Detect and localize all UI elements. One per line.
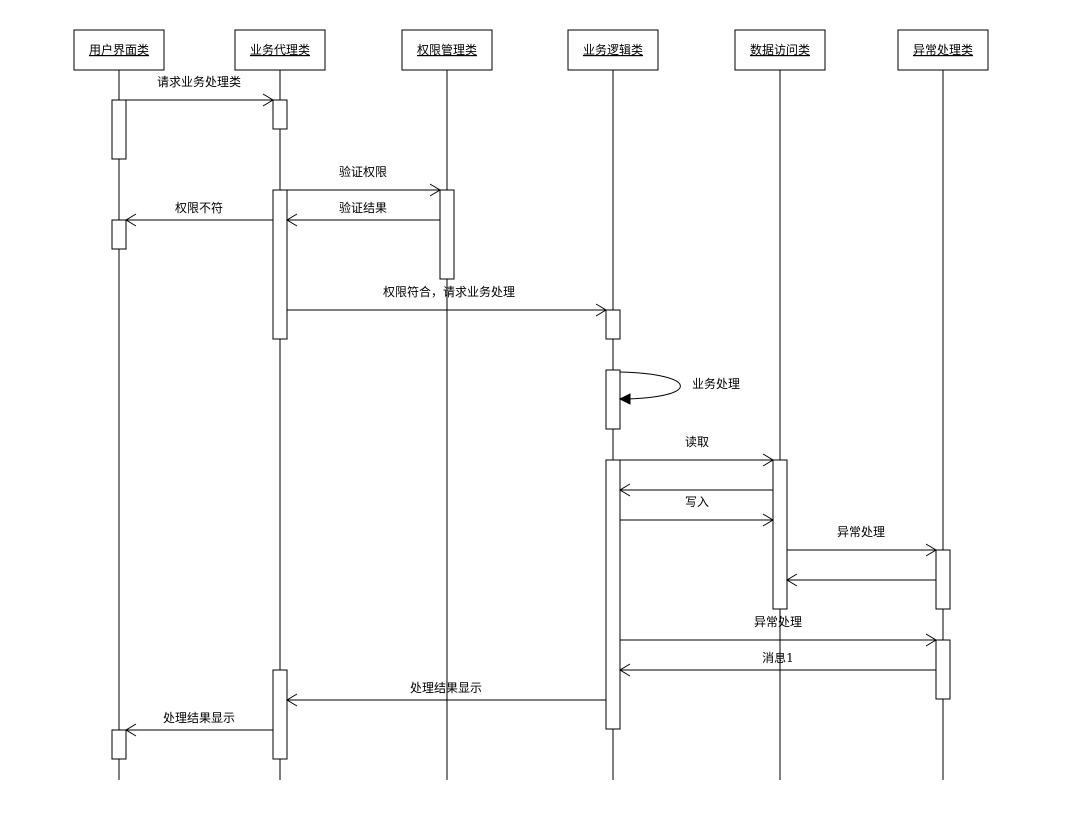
activation-ui-2 xyxy=(111,219,127,250)
arrowhead-4 xyxy=(125,213,137,227)
arrowhead-7 xyxy=(762,453,774,467)
message-label-1: 请求业务处理类 xyxy=(157,74,241,89)
message-label-4: 权限不符 xyxy=(175,200,223,215)
activation-logic-2 xyxy=(605,369,621,430)
participant-label-proxy: 业务代理类 xyxy=(250,42,310,57)
activation-logic-3 xyxy=(605,459,621,730)
activation-proxy-2 xyxy=(272,189,288,340)
arrowhead-9 xyxy=(762,513,774,527)
activation-perm-1 xyxy=(439,189,455,280)
participant-box-exc xyxy=(897,29,989,71)
participant-label-data: 数据访问类 xyxy=(750,42,810,57)
message-label-14: 处理结果显示 xyxy=(410,681,482,695)
participant-label-perm: 权限管理类 xyxy=(417,42,477,57)
participant-label-ui: 用户界面类 xyxy=(89,42,149,57)
arrowhead-15 xyxy=(125,723,137,737)
participant-box-perm xyxy=(401,29,493,71)
lifelines xyxy=(118,70,944,780)
participants xyxy=(73,29,989,71)
activation-ui-3 xyxy=(111,729,127,760)
arrowhead-1 xyxy=(262,93,274,107)
activations xyxy=(111,99,951,760)
arrowhead-5 xyxy=(595,303,607,317)
message-label-2: 验证权限 xyxy=(339,164,387,179)
participant-labels: 用户界面类 业务代理类 权限管理类 业务逻辑类 数据访问类 异常处理类 xyxy=(89,42,973,57)
arrowhead-12 xyxy=(925,633,937,647)
activation-proxy-3 xyxy=(272,669,288,760)
activation-data-1 xyxy=(772,459,788,610)
participant-box-ui xyxy=(73,29,165,71)
arrowhead-6 xyxy=(618,393,631,405)
message-label-13: 消息1 xyxy=(762,650,794,665)
participant-box-logic xyxy=(567,29,659,71)
message-label-15: 处理结果显示 xyxy=(163,711,235,725)
participant-box-proxy xyxy=(234,29,326,71)
activation-exc-1 xyxy=(935,549,951,610)
participant-label-exc: 异常处理类 xyxy=(913,43,973,57)
message-label-3: 验证结果 xyxy=(339,200,387,215)
message-label-5: 权限符合，请求业务处理 xyxy=(383,284,515,299)
activation-ui-1 xyxy=(111,99,127,160)
arrowhead-2 xyxy=(429,183,441,197)
activation-exc-2 xyxy=(935,639,951,700)
arrowhead-8 xyxy=(619,483,631,497)
participant-label-logic: 业务逻辑类 xyxy=(583,42,643,57)
message-label-7: 读取 xyxy=(685,435,709,449)
message-label-12: 异常处理 xyxy=(754,615,802,629)
arrowhead-14 xyxy=(286,693,298,707)
message-labels: 请求业务处理类 验证权限 验证结果 权限不符 权限符合，请求业务处理 业务处理 … xyxy=(157,74,885,725)
arrowhead-13 xyxy=(619,663,631,677)
arrowhead-10 xyxy=(925,543,937,557)
activation-proxy-1 xyxy=(272,99,288,130)
activation-logic-1 xyxy=(605,309,621,340)
arrowhead-11 xyxy=(786,573,798,587)
messages xyxy=(125,93,937,737)
message-label-6: 业务处理 xyxy=(692,376,740,391)
message-label-10: 异常处理 xyxy=(837,525,885,539)
message-line-6 xyxy=(619,371,681,400)
message-label-9: 写入 xyxy=(685,495,709,509)
arrowhead-3 xyxy=(286,213,298,227)
participant-box-data xyxy=(734,29,826,71)
